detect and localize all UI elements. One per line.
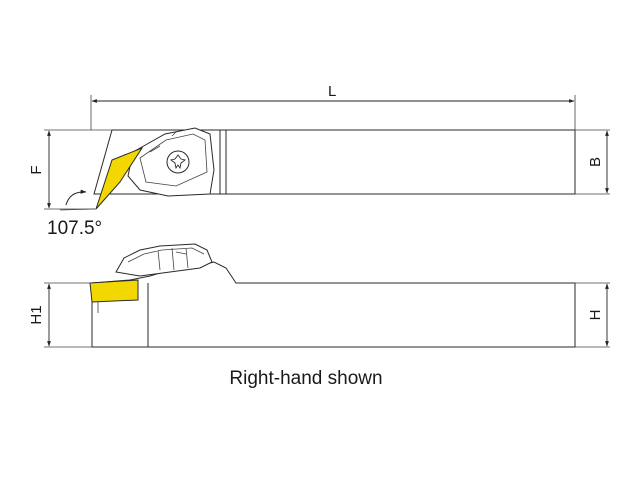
dimension-H-label: H bbox=[587, 310, 604, 321]
angle-arc bbox=[65, 189, 87, 206]
insert-top bbox=[95, 146, 144, 210]
dimension-F-label: F bbox=[28, 165, 45, 174]
clamp-detail bbox=[149, 131, 177, 153]
side-view: H1 H bbox=[28, 243, 610, 348]
top-view: 107.5° L F B bbox=[28, 83, 610, 239]
clamp-side-detail bbox=[127, 247, 205, 271]
insert-side bbox=[89, 279, 139, 303]
shank-side-outline bbox=[91, 261, 576, 348]
clamp-side bbox=[115, 243, 213, 277]
screw-icon bbox=[166, 150, 190, 174]
dimension-H1-label: H1 bbox=[28, 305, 45, 324]
caption: Right-hand shown bbox=[229, 368, 382, 389]
torx-socket bbox=[169, 154, 187, 170]
dimension-B-label: B bbox=[587, 157, 604, 167]
dimension-L-label: L bbox=[328, 83, 336, 100]
angle-label: 107.5° bbox=[47, 218, 102, 239]
clamp-inner bbox=[139, 133, 208, 187]
